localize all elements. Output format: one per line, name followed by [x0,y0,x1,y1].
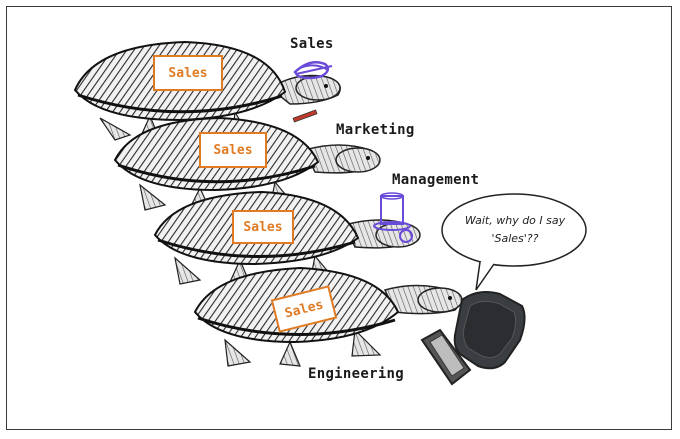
label-engineering: Engineering [308,366,405,382]
label-management: Management [392,172,480,188]
speech-bubble-line1: Wait, why do I say [464,214,566,227]
top-hat-icon [373,192,411,231]
monocle-icon [399,229,413,243]
laptop-icon [420,291,526,386]
pen-icon [292,109,318,123]
speech-bubble-line2: 'Sales'?? [491,232,539,245]
shell-badge-management: Sales [232,210,294,244]
speech-bubble [441,193,587,291]
label-marketing: Marketing [336,122,415,138]
scribble-hat-icon [293,61,333,80]
shell-badge-sales: Sales [153,55,223,91]
label-sales: Sales [290,36,334,52]
shell-badge-marketing: Sales [199,132,267,168]
